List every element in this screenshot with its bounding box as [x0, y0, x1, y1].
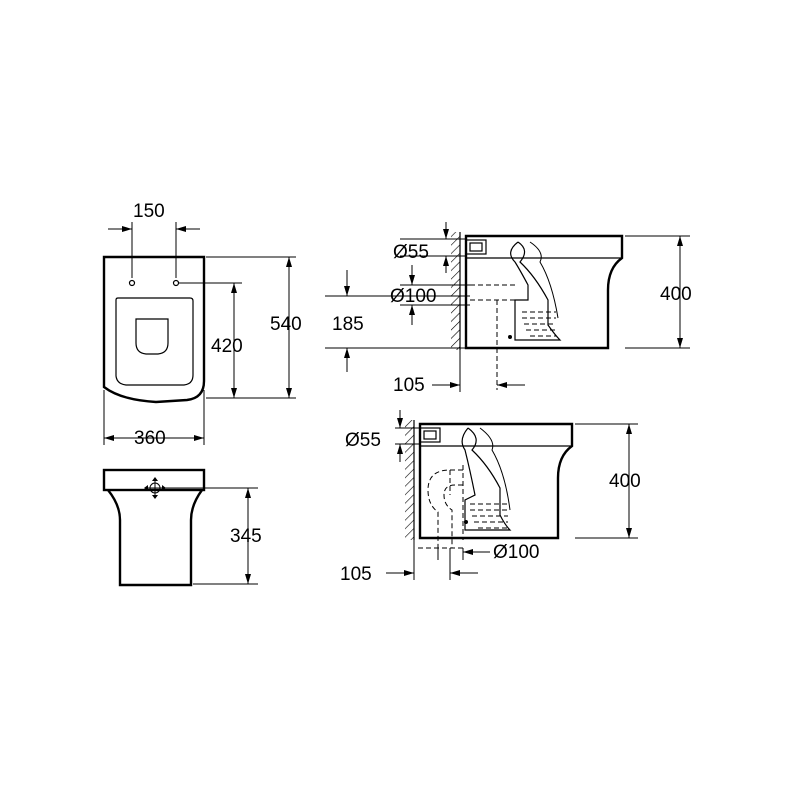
rear-body	[107, 489, 203, 587]
water-hatch-horizontal	[522, 311, 556, 337]
dim-pan-height-vertical: 400	[609, 471, 641, 492]
inlet-cross-icon	[144, 477, 166, 499]
fixing-hole-right	[172, 279, 180, 287]
rear-top-rim	[102, 468, 206, 492]
wall-hatch	[451, 232, 460, 350]
rear-view: 345	[102, 468, 262, 587]
dim-outlet-height: 185	[332, 314, 364, 335]
lid-handle	[135, 318, 169, 355]
dim-pan-height-horizontal: 400	[660, 284, 692, 305]
dim-hole-spacing: 150	[133, 201, 165, 222]
front-view: 150 420 540 360	[102, 201, 302, 449]
trapway-horizontal	[510, 241, 562, 341]
dim-outlet-offset-horizontal: 105	[393, 375, 425, 396]
s-trap-outlet-dashed	[427, 469, 463, 548]
side-view-vertical: 400 Ø55 Ø100 105	[340, 410, 641, 585]
fixing-hole-left	[128, 279, 136, 287]
inlet-connector-vertical	[419, 427, 441, 443]
lid-outline	[115, 297, 194, 386]
dim-outlet-diameter-vertical: Ø100	[493, 542, 539, 563]
dim-fixing-height: 420	[211, 336, 243, 357]
wall-hatch-vertical	[405, 420, 414, 540]
dim-inlet-diameter-horizontal: Ø55	[393, 242, 429, 263]
inlet-connector	[465, 239, 487, 255]
side-view-horizontal: 400 Ø55 Ø100 185 105	[325, 222, 692, 396]
dim-width: 360	[134, 428, 166, 449]
trapway-vertical	[461, 427, 512, 531]
dim-outlet-offset-vertical: 105	[340, 564, 372, 585]
seat-outline	[102, 255, 206, 404]
dim-inlet-diameter-vertical: Ø55	[345, 430, 381, 451]
dim-rear-outlet-height: 345	[230, 526, 262, 547]
water-hatch-vertical	[470, 503, 508, 529]
dim-overall-length: 540	[270, 314, 302, 335]
